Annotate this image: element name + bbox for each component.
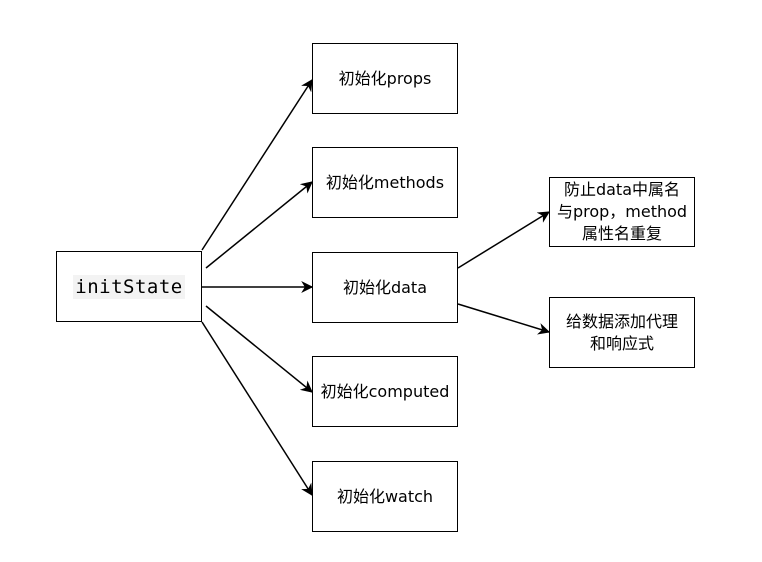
step-node-computed: 初始化computed bbox=[312, 356, 458, 427]
detail-node-proxy-reactive: 给数据添加代理 和响应式 bbox=[549, 297, 695, 368]
root-node-initstate: initState bbox=[56, 251, 202, 322]
arrow-to-proxy-reactive bbox=[457, 303, 551, 335]
detail-node-name-check: 防止data中属名 与prop，method 属性名重复 bbox=[549, 177, 695, 247]
step-node-data: 初始化data bbox=[312, 252, 458, 323]
step-node-label: 初始化watch bbox=[336, 486, 434, 506]
root-node-label: initState bbox=[73, 274, 185, 299]
step-node-label: 初始化methods bbox=[325, 172, 445, 192]
detail-line: 和响应式 bbox=[589, 333, 654, 353]
step-node-label: 初始化computed bbox=[320, 381, 450, 401]
arrow-to-computed bbox=[205, 305, 313, 393]
arrow-to-methods bbox=[205, 181, 313, 269]
step-node-label: 初始化props bbox=[338, 68, 432, 88]
step-node-label: 初始化data bbox=[342, 277, 428, 297]
detail-line: 与prop，method bbox=[556, 202, 688, 221]
arrow-to-props bbox=[201, 78, 313, 251]
step-node-methods: 初始化methods bbox=[312, 147, 458, 218]
detail-line: 防止data中属名 bbox=[563, 180, 681, 199]
arrow-to-watch bbox=[201, 321, 313, 497]
detail-line: 属性名重复 bbox=[581, 224, 662, 243]
arrow-to-name-check bbox=[457, 211, 551, 269]
step-node-watch: 初始化watch bbox=[312, 461, 458, 532]
step-node-props: 初始化props bbox=[312, 43, 458, 114]
detail-line: 给数据添加代理 bbox=[565, 311, 678, 331]
